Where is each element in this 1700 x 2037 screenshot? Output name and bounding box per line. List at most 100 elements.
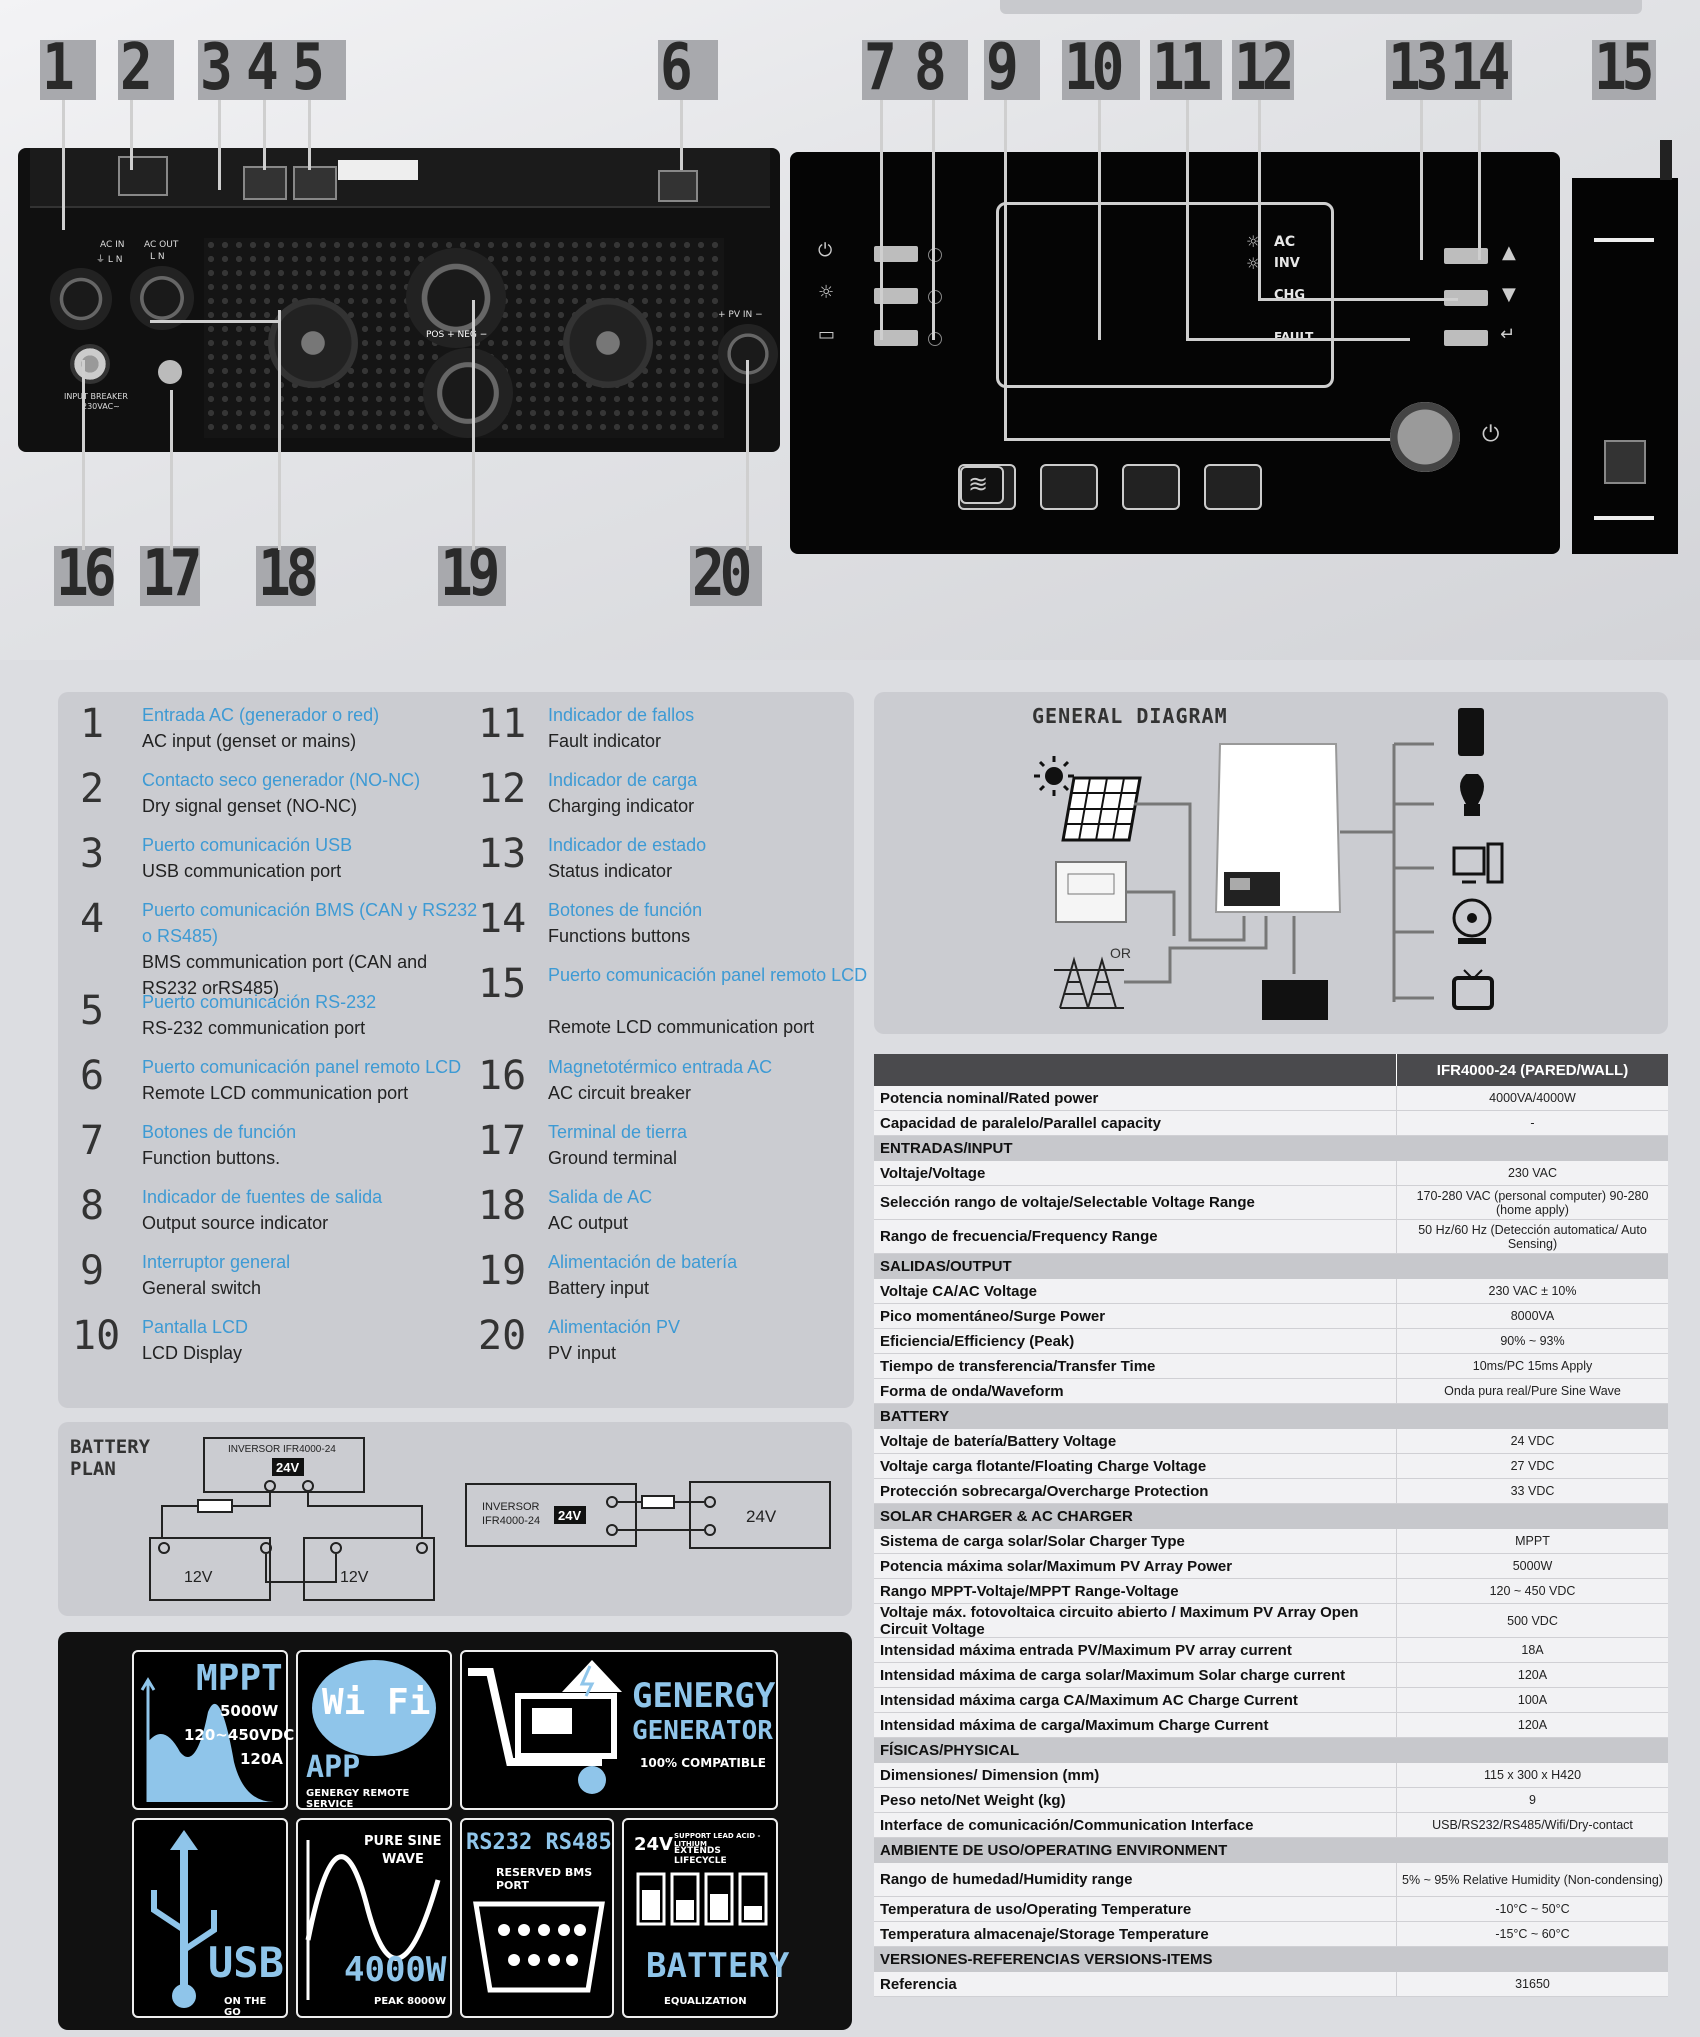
wifi-badge [960, 466, 1004, 504]
spec-key: Intensidad máxima de carga solar/Maximum… [880, 1666, 1346, 1684]
spec-key: Voltaje de batería/Battery Voltage [880, 1432, 1117, 1450]
spec-value: 10ms/PC 15ms Apply [1396, 1354, 1668, 1378]
sun-icon: ☼ [1246, 232, 1261, 251]
callout-number-10: 10 [1064, 31, 1124, 105]
legend-english: Charging indicator [548, 796, 695, 816]
legend-spanish: Contacto seco generador (NO-NC) [142, 770, 421, 790]
mppt-tile: MPPT 5000W 120~450VDC 120A [132, 1650, 294, 1810]
legend-english: Remote LCD communication port [548, 1017, 815, 1037]
voltage-badge [272, 1458, 304, 1476]
function-button-3[interactable] [874, 330, 918, 346]
general-diagram: GENERAL DIAGRAM OR [874, 692, 1668, 1034]
battery-pos-gland [406, 248, 506, 348]
spec-value: 5000W [1396, 1554, 1668, 1578]
callout-number-14: 14 [1450, 31, 1510, 105]
legend-spanish: Interruptor general [142, 1252, 291, 1272]
legend-english: BMS communication port (CAN and RS232 or… [142, 952, 428, 998]
battery-plan-title: BATTERY PLAN [70, 1436, 151, 1480]
callout-number-3: 3 [200, 31, 233, 105]
callout-number-18: 18 [258, 537, 318, 611]
output-led-2 [928, 290, 942, 304]
genergy-tile: GENERGY GENERATOR 100% COMPATIBLE [460, 1650, 778, 1810]
usb-sub: ON THE GO [224, 1996, 267, 2018]
diagram-title: GENERAL DIAGRAM [1032, 704, 1228, 728]
genergy-compatible: 100% COMPATIBLE [640, 1756, 766, 1770]
ac-out-gland [130, 266, 194, 330]
spec-key: Voltaje máx. fotovoltaica circuito abier… [880, 1603, 1359, 1638]
spec-key: Intensidad máxima carga CA/Maximum AC Ch… [880, 1691, 1298, 1709]
wifi-logo-bubble [312, 1660, 436, 1756]
down-button[interactable] [1444, 290, 1488, 306]
legend-number: 8 [79, 1183, 105, 1229]
callout-number-bg [54, 546, 114, 606]
spec-key: Protección sobrecarga/Overcharge Protect… [880, 1482, 1209, 1500]
spec-value: 500 VDC [1396, 1604, 1668, 1637]
spec-value: -15°C ~ 60°C [1396, 1922, 1668, 1946]
legend-spanish: Botones de función [142, 1122, 297, 1142]
spec-value: 120A [1396, 1663, 1668, 1687]
mppt-power: 5000W [220, 1702, 279, 1720]
up-button[interactable] [1444, 248, 1488, 264]
wifi-tile: Wi Fi APP GENERGY REMOTE SERVICE [296, 1650, 452, 1810]
spec-value: 170-280 VAC (personal computer) 90-280 (… [1396, 1186, 1668, 1219]
spec-key: Tiempo de transferencia/Transfer Time [880, 1357, 1156, 1375]
battery-icon: ▭ [818, 324, 836, 345]
spec-key: Voltaje carga flotante/Floating Charge V… [880, 1457, 1207, 1475]
legend-number: 2 [79, 766, 105, 812]
spec-value: 27 VDC [1396, 1454, 1668, 1478]
spec-value: 120 ~ 450 VDC [1396, 1579, 1668, 1603]
spec-row: Capacidad de paralelo/Parallel capacity- [874, 1111, 1668, 1136]
usb-power-icon: ⏻ [818, 240, 833, 261]
spec-value: 31650 [1396, 1972, 1668, 1996]
spec-value: 50 Hz/60 Hz (Detección automatica/ Auto … [1396, 1220, 1668, 1253]
legend-english: Battery input [548, 1278, 650, 1298]
spec-row: Potencia máxima solar/Maximum PV Array P… [874, 1554, 1668, 1579]
callout-number-bg [1062, 40, 1140, 100]
battery-title: BATTERY [646, 1946, 790, 1986]
voltage-label: 24V [276, 1460, 299, 1475]
spec-key: Rango MPPT-Voltaje/MPPT Range-Voltage [880, 1582, 1179, 1600]
legend-english: AC circuit breaker [548, 1083, 692, 1103]
function-button-1[interactable] [874, 246, 918, 262]
callout-number-bg [690, 546, 762, 606]
battery-sub: EQUALIZATION [664, 1996, 747, 2007]
ac-in-label: AC IN [100, 240, 125, 250]
spec-key: Eficiencia/Efficiency (Peak) [880, 1332, 1075, 1350]
legend-english: Ground terminal [548, 1148, 678, 1168]
function-button-2[interactable] [874, 288, 918, 304]
legend-number: 19 [478, 1248, 527, 1294]
wave-pure: PURE SINE [364, 1834, 442, 1849]
tv-icon [1452, 969, 1494, 1010]
ground-terminal [158, 360, 182, 384]
inverter-box [203, 1437, 365, 1493]
liion-icon [1122, 464, 1180, 510]
spec-row: Temperatura almacenaje/Storage Temperatu… [874, 1922, 1668, 1947]
spec-row: Protección sobrecarga/Overcharge Protect… [874, 1479, 1668, 1504]
monitor-icon [1204, 464, 1262, 510]
legend-spanish: Indicador de fuentes de salida [142, 1187, 383, 1207]
callout-number-11: 11 [1152, 31, 1212, 105]
spec-row: Peso neto/Net Weight (kg)9 [874, 1788, 1668, 1813]
spec-section-header: SALIDAS/OUTPUT [874, 1254, 1668, 1279]
legend-english: LCD Display [142, 1343, 243, 1363]
spec-key: Potencia máxima solar/Maximum PV Array P… [880, 1557, 1233, 1575]
usb-icon [1040, 464, 1098, 510]
main-switch-knob[interactable] [1390, 402, 1460, 472]
legend-number: 4 [79, 896, 105, 942]
ac-out-sub-label: L N [150, 252, 165, 262]
callout-number-bg [40, 40, 96, 100]
inverter-back-panel: AC IN ⏚ L N AC OUT L N POS + NEG − + PV … [18, 148, 780, 452]
legend-spanish: Puerto comunicación USB [142, 835, 353, 855]
legend-number: 12 [478, 766, 527, 812]
legend-english: RS-232 communication port [142, 1018, 366, 1038]
spec-key: Peso neto/Net Weight (kg) [880, 1791, 1066, 1809]
enter-button[interactable] [1444, 330, 1488, 346]
callout-number-bg [1150, 40, 1222, 100]
rj45-port-bms [243, 166, 287, 200]
wave-peak: PEAK 8000W [374, 1996, 446, 2007]
spec-value: 18A [1396, 1638, 1668, 1662]
dry-contact-terminal [118, 156, 168, 196]
spec-row: Tiempo de transferencia/Transfer Time 10m… [874, 1354, 1668, 1379]
